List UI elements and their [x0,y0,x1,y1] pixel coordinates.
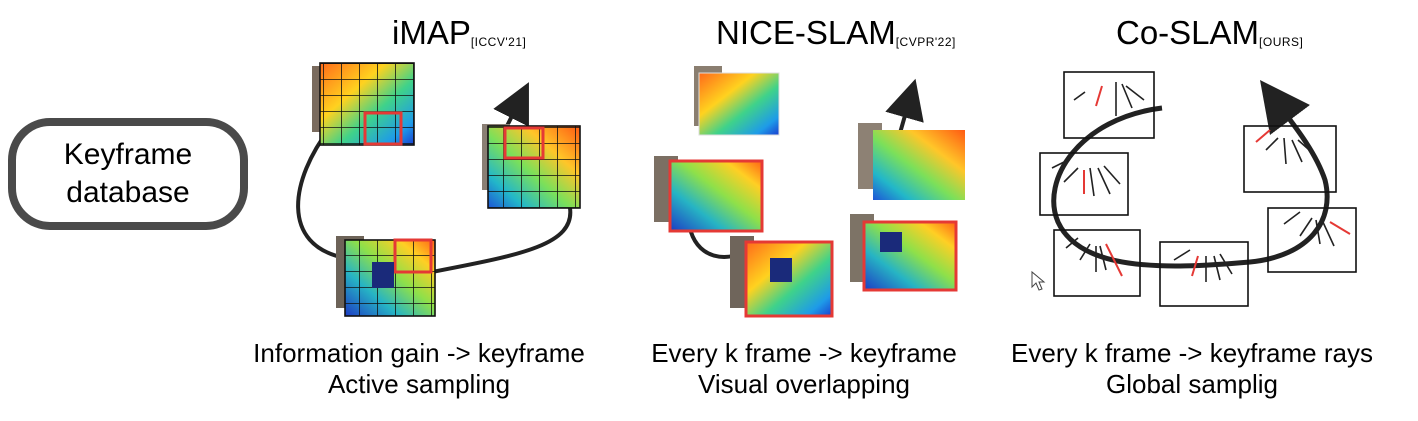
coslam-trajectory [1051,80,1330,269]
niceslam-keyframe-2 [668,159,764,233]
niceslam-keyframe-5 [862,220,958,292]
imap-title: iMAP[ICCV'21] [392,14,527,51]
keyframe-label-line1: Keyframe [63,138,193,171]
niceslam-keyframe-1 [699,73,779,135]
coslam-frame-4 [1159,241,1249,307]
imap-panel [296,62,581,317]
coslam-panel [1039,71,1357,307]
coslam-title: Co-SLAM[OURS] [1116,14,1304,51]
niceslam-panel [654,66,965,318]
niceslam-title: NICE-SLAM[CVPR'22] [716,14,956,51]
keyframe-label-line2: database [66,176,190,209]
coslam-frame-3 [1053,229,1141,297]
coslam-frame-2 [1039,152,1129,216]
coslam-frame-1 [1063,71,1155,139]
imap-trajectory-right [431,207,573,274]
keyframe-database-box: Keyframe database [8,118,248,230]
imap-trajectory-left [296,126,346,260]
coslam-frame-5 [1267,207,1357,273]
coslam-frame-6 [1243,125,1337,193]
mouse-pointer-icon [1031,270,1046,291]
niceslam-keyframe-3 [873,130,965,200]
